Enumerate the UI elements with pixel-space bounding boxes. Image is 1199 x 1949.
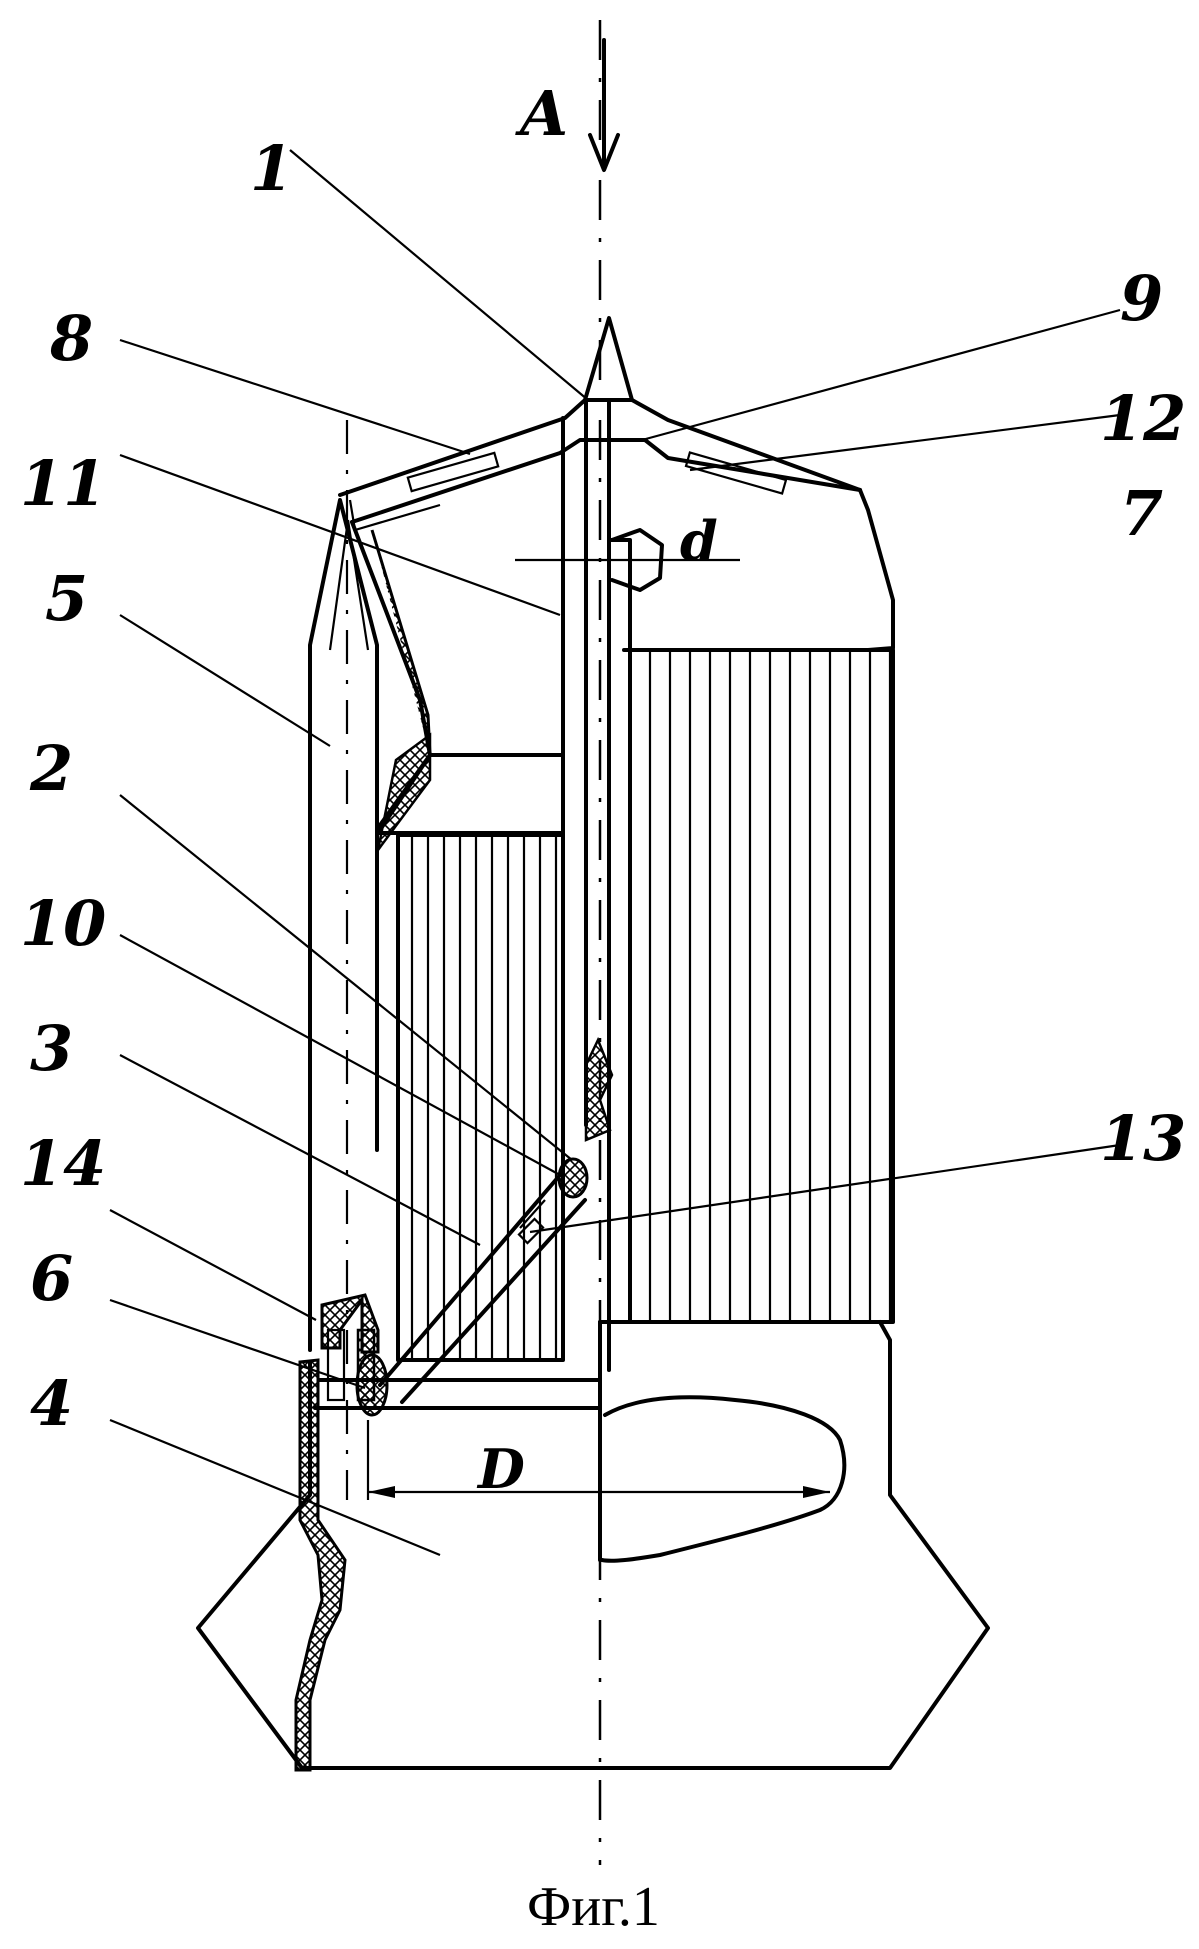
svg-text:8: 8 (49, 302, 93, 375)
leader-lines (110, 150, 1120, 1555)
callout-7: 7 (1120, 477, 1163, 550)
svg-text:5: 5 (45, 562, 88, 635)
callout-2: 2 (29, 732, 73, 805)
filter-pack-right (630, 650, 893, 1322)
svg-text:1: 1 (250, 132, 293, 205)
svg-text:10: 10 (20, 887, 106, 960)
svg-text:4: 4 (30, 1367, 73, 1440)
callout-11: 11 (20, 447, 106, 520)
svg-text:9: 9 (1120, 262, 1163, 335)
callout-3: 3 (30, 1012, 73, 1085)
callout-8: 8 (49, 302, 93, 375)
svg-text:7: 7 (1120, 477, 1163, 550)
label-d-large: D (476, 1437, 525, 1501)
callout-10: 10 (20, 887, 106, 960)
callout-14: 14 (20, 1127, 106, 1200)
cover-insert-left (408, 453, 498, 491)
callout-5: 5 (45, 562, 88, 635)
bearing-10 (559, 1159, 587, 1197)
svg-text:A: A (515, 77, 568, 150)
svg-text:d: d (680, 509, 718, 573)
base-4 (198, 1322, 988, 1770)
svg-text:Фиг.1: Фиг.1 (527, 1876, 660, 1938)
callout-13: 13 (1100, 1102, 1186, 1175)
svg-text:3: 3 (30, 1012, 73, 1085)
callout-9: 9 (1120, 262, 1163, 335)
callout-4: 4 (30, 1367, 73, 1440)
label-view-a: A (515, 77, 568, 150)
svg-text:D: D (476, 1437, 525, 1501)
svg-text:2: 2 (29, 732, 73, 805)
callout-1: 1 (250, 132, 293, 205)
svg-text:13: 13 (1100, 1102, 1186, 1175)
view-arrow (590, 40, 618, 170)
svg-text:14: 14 (20, 1127, 106, 1200)
svg-text:12: 12 (1100, 382, 1186, 455)
callout-12: 12 (1100, 382, 1186, 455)
svg-text:11: 11 (20, 447, 106, 520)
callout-6: 6 (30, 1242, 73, 1315)
top-spike (585, 318, 632, 400)
label-d-small: d (680, 509, 718, 573)
chamber-7 (609, 490, 893, 650)
filter-pack-left (398, 835, 563, 1360)
figure-caption: Фиг.1 (527, 1876, 660, 1938)
svg-text:6: 6 (30, 1242, 73, 1315)
